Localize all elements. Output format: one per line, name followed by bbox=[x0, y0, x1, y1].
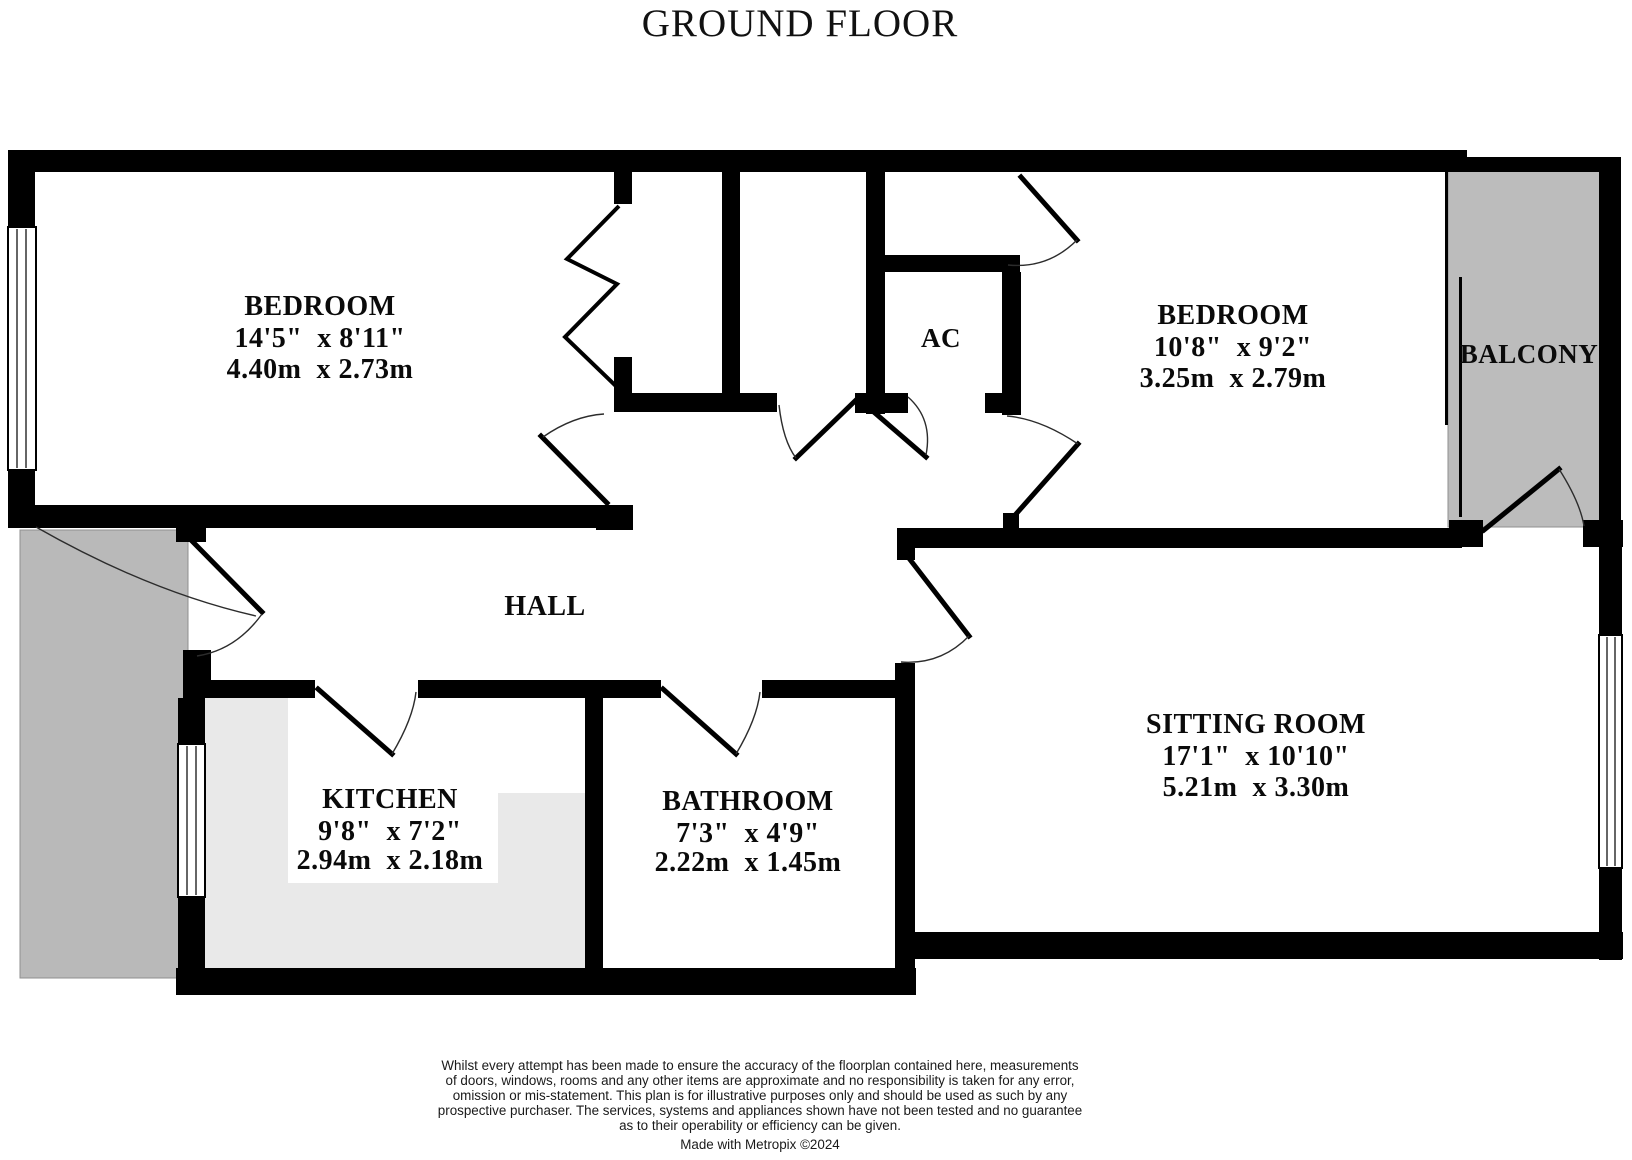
closet-divider-wall bbox=[722, 172, 740, 395]
bottom-wall-right bbox=[895, 932, 1623, 959]
bathroom-top-wall-right bbox=[762, 680, 898, 698]
walls bbox=[8, 150, 1623, 995]
bedroom2-name: BEDROOM bbox=[1157, 300, 1308, 331]
bedroom1-imperial: 14'5" x 8'11" bbox=[234, 323, 405, 354]
bathroom-label: BATHROOM 7'3" x 4'9" 2.22m x 1.45m bbox=[655, 786, 842, 878]
sitting-room-name: SITTING ROOM bbox=[1146, 709, 1366, 740]
disclaimer-line-5: as to their operability or efficiency ca… bbox=[619, 1118, 901, 1133]
bathroom-door bbox=[659, 685, 761, 758]
bedroom2-closet-door bbox=[1007, 173, 1081, 267]
balcony-label: BALCONY bbox=[1460, 339, 1599, 369]
patio-area bbox=[19, 529, 189, 979]
sitting-room-label: SITTING ROOM 17'1" x 10'10" 5.21m x 3.30… bbox=[1146, 709, 1366, 803]
kitchen-imperial: 9'8" x 7'2" bbox=[318, 816, 462, 847]
kitchen-counters bbox=[203, 698, 585, 968]
bedroom1-bottom-wall bbox=[10, 505, 610, 528]
balcony-right-wall bbox=[1599, 157, 1621, 547]
kitchen-metric: 2.94m x 2.18m bbox=[297, 845, 484, 876]
bedroom1-label: BEDROOM 14'5" x 8'11" 4.40m x 2.73m bbox=[227, 291, 414, 385]
bathroom-imperial: 7'3" x 4'9" bbox=[676, 818, 820, 849]
metropix-credit: Made with Metropix ©2024 bbox=[680, 1137, 840, 1152]
bathroom-top-wall-left bbox=[595, 680, 661, 698]
room-labels: BEDROOM 14'5" x 8'11" 4.40m x 2.73m BEDR… bbox=[227, 291, 1599, 878]
ac-label: AC bbox=[921, 323, 961, 353]
ac-left-wall bbox=[866, 172, 885, 414]
kitchen-door bbox=[314, 685, 417, 758]
disclaimer-line-1: Whilst every attempt has been made to en… bbox=[441, 1058, 1078, 1073]
kitchen-name: KITCHEN bbox=[322, 784, 458, 815]
front-door bbox=[35, 526, 266, 657]
bedroom1-metric: 4.40m x 2.73m bbox=[227, 354, 414, 385]
sitting-room-left-wall bbox=[895, 663, 915, 973]
disclaimer-line-3: omission or mis-statement. This plan is … bbox=[453, 1088, 1068, 1103]
bedroom2-label: BEDROOM 10'8" x 9'2" 3.25m x 2.79m bbox=[1140, 300, 1327, 394]
bedroom2-metric: 3.25m x 2.79m bbox=[1140, 363, 1327, 394]
bedroom1-door bbox=[537, 413, 611, 507]
bedroom1-closet-bifold-door bbox=[562, 204, 621, 391]
kitchen-window bbox=[177, 743, 206, 898]
sitting-room-window bbox=[1598, 634, 1623, 869]
hall-label: HALL bbox=[504, 591, 585, 622]
ac-top-wall bbox=[874, 255, 1020, 272]
disclaimer-line-2: of doors, windows, rooms and any other i… bbox=[446, 1073, 1075, 1088]
bedroom1-window bbox=[7, 226, 37, 471]
kitchen-label: KITCHEN 9'8" x 7'2" 2.94m x 2.18m bbox=[297, 784, 484, 876]
left-wall-upper bbox=[8, 150, 35, 228]
hall-sitting-wall bbox=[897, 528, 1462, 548]
ac-door bbox=[857, 396, 930, 461]
page-title: GROUND FLOOR bbox=[642, 2, 958, 45]
bedroom2-imperial: 10'8" x 9'2" bbox=[1154, 332, 1312, 363]
bedroom1-name: BEDROOM bbox=[244, 291, 395, 322]
balcony-railing bbox=[1459, 277, 1462, 517]
ac-right-wall bbox=[1002, 272, 1021, 415]
sitting-room-door bbox=[900, 553, 973, 663]
closet-bottom-wall bbox=[614, 393, 777, 412]
top-outer-wall bbox=[10, 150, 1467, 172]
balcony-door bbox=[1480, 465, 1585, 534]
balcony-top-wall bbox=[1453, 157, 1620, 172]
bathroom-name: BATHROOM bbox=[662, 786, 833, 817]
windows bbox=[7, 226, 1623, 898]
bedroom2-balcony-glazing bbox=[1445, 172, 1448, 425]
disclaimer-line-4: prospective purchaser. The services, sys… bbox=[438, 1103, 1082, 1118]
thin-partitions bbox=[1445, 172, 1462, 517]
disclaimer: Whilst every attempt has been made to en… bbox=[438, 1058, 1082, 1152]
kitchen-top-wall-left bbox=[183, 680, 315, 698]
balcony-area bbox=[1447, 169, 1606, 528]
doors bbox=[35, 173, 1585, 758]
sitting-room-imperial: 17'1" x 10'10" bbox=[1162, 741, 1349, 772]
front-door-jamb bbox=[176, 505, 206, 542]
outdoor-areas bbox=[19, 169, 1606, 979]
hall-closet-door bbox=[778, 397, 859, 462]
kitchen-bathroom-divider bbox=[585, 680, 603, 972]
bottom-wall-left bbox=[176, 968, 916, 995]
bathroom-metric: 2.22m x 1.45m bbox=[655, 847, 842, 878]
kitchen-top-wall-right bbox=[418, 680, 595, 698]
bedroom2-door bbox=[1006, 415, 1082, 518]
sitting-room-metric: 5.21m x 3.30m bbox=[1163, 772, 1350, 803]
